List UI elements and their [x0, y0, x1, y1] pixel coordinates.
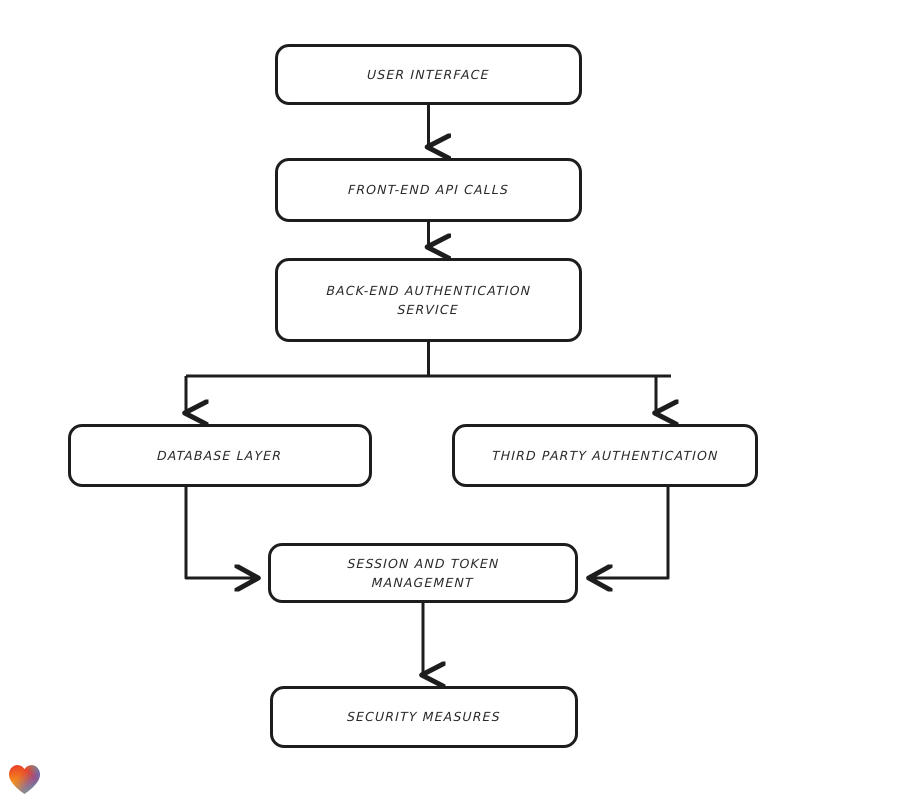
node-frontend-api[interactable]: FRONT-END API CALLS	[275, 158, 582, 222]
node-database-layer-label: DATABASE LAYER	[157, 447, 283, 463]
heart-icon	[9, 765, 40, 794]
node-backend-auth[interactable]: BACK-END AUTHENTICATION SERVICE	[275, 258, 582, 342]
node-backend-auth-label: BACK-END AUTHENTICATION SERVICE	[326, 282, 532, 317]
node-session-token-label: SESSION AND TOKEN MANAGEMENT	[347, 555, 500, 590]
node-user-interface[interactable]: USER INTERFACE	[275, 44, 582, 105]
node-frontend-api-label: FRONT-END API CALLS	[347, 182, 510, 198]
node-security-measures[interactable]: SECURITY MEASURES	[270, 686, 578, 748]
node-third-party-auth[interactable]: THIRD PARTY AUTHENTICATION	[452, 424, 758, 487]
edge-database-to-session	[184, 487, 257, 578]
node-security-measures-label: SECURITY MEASURES	[346, 709, 502, 725]
node-third-party-auth-label: THIRD PARTY AUTHENTICATION	[491, 447, 719, 463]
node-user-interface-label: USER INTERFACE	[366, 66, 491, 82]
edge-thirdparty-to-session	[590, 487, 670, 578]
node-session-token[interactable]: SESSION AND TOKEN MANAGEMENT	[268, 543, 578, 603]
node-database-layer[interactable]: DATABASE LAYER	[68, 424, 372, 487]
